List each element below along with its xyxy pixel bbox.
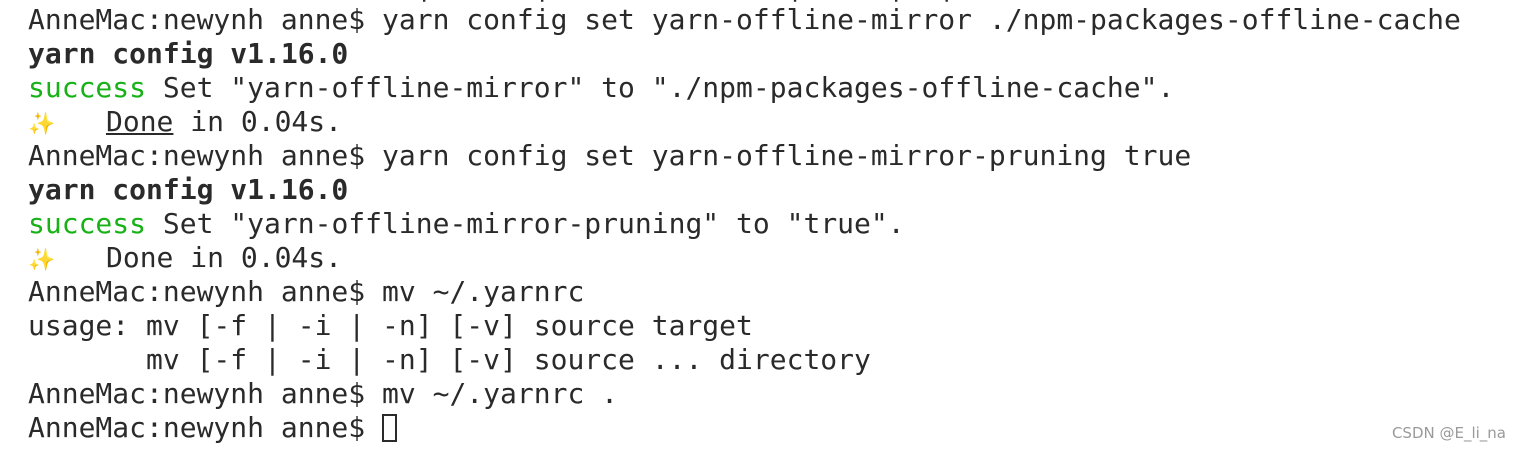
terminal-line: yarn config v1.16.0 [28,37,349,70]
terminal-line: usage: mv [-f | -i | -n] [-v] source tar… [28,309,753,342]
sparkles-icon: ✨ [28,248,56,273]
prompt: AnneMac:newynh anne$ [28,275,383,308]
terminal-line: yarn config v1.16.0 [28,173,349,206]
watermark: CSDN @E_li_na [1391,424,1506,442]
prompt: AnneMac:newynh anne$ [28,3,383,36]
terminal-line: AnneMac:newynh anne$ mv ~/.yarnrc . [28,377,1461,411]
message: in 0.04s. [173,105,342,138]
command: mv ~/.yarnrc . [382,377,619,410]
message: Set "yarn-offline-mirror-pruning" to "tr… [146,207,905,240]
sparkles-icon: ✨ [28,112,56,137]
terminal-output[interactable]: , | | | | | AnneMac:newynh anne$ yarn co… [28,0,1461,445]
terminal-line: ✨ Done in 0.04s. [28,241,1461,275]
success-label: success [28,71,147,104]
command: yarn config set yarn-offline-mirror-prun… [382,139,1192,172]
command: mv ~/.yarnrc [382,275,585,308]
terminal-line: success Set "yarn-offline-mirror" to "./… [28,71,1461,105]
message: Set "yarn-offline-mirror" to "./npm-pack… [146,71,1175,104]
command: yarn config set yarn-offline-mirror ./np… [382,3,1461,36]
prompt: AnneMac:newynh anne$ [28,139,383,172]
success-label: success [28,207,147,240]
message: in 0.04s. [173,241,342,274]
cursor[interactable] [382,414,398,442]
prompt: AnneMac:newynh anne$ [28,411,383,444]
prompt: AnneMac:newynh anne$ [28,377,383,410]
terminal-line: AnneMac:newynh anne$ [28,411,1461,445]
terminal-line: ✨ Done in 0.04s. [28,105,1461,139]
partial-line: , | | | | | [28,0,1461,3]
done-label: Done [105,241,174,274]
done-label: Done [105,105,174,138]
terminal-line: mv [-f | -i | -n] [-v] source ... direct… [28,343,871,376]
terminal-line: success Set "yarn-offline-mirror-pruning… [28,207,1461,241]
terminal-line: AnneMac:newynh anne$ yarn config set yar… [28,139,1461,173]
terminal-line: AnneMac:newynh anne$ yarn config set yar… [28,3,1461,37]
terminal-line: AnneMac:newynh anne$ mv ~/.yarnrc [28,275,1461,309]
